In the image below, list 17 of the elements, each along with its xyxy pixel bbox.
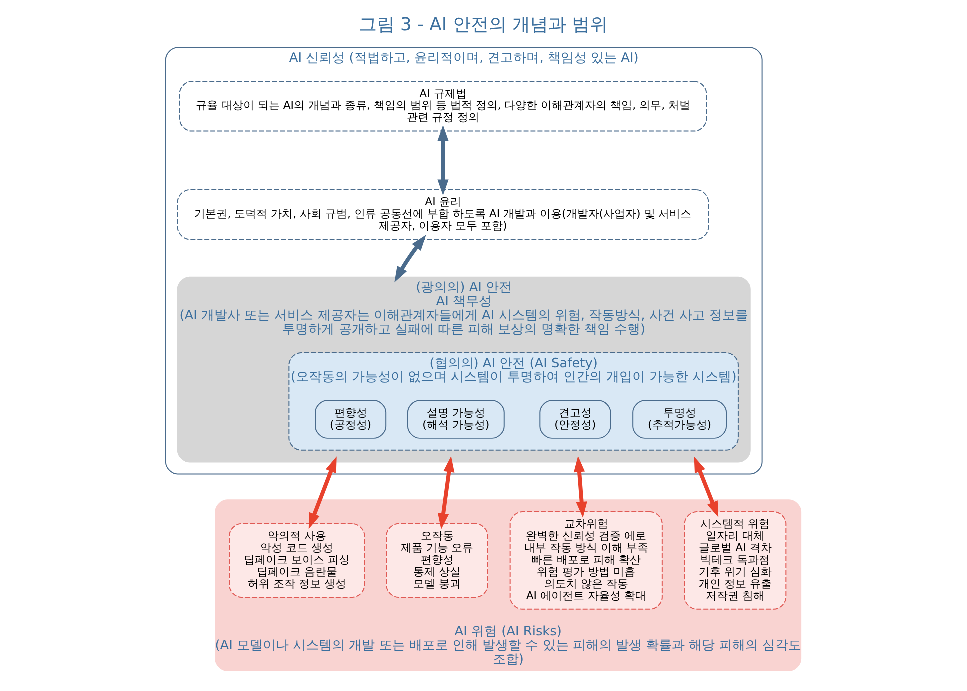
node-box: 설명 가능성 (해석 가능성) <box>407 400 505 439</box>
node-box: 시스템적 위험 일자리 대체 글로벌 AI 격차 빅테크 독과점 기후 위기 심화 개인 정보 유출 저작권 침해 <box>684 512 787 610</box>
arrow <box>574 456 588 518</box>
node-box: 견고성 (안정성) <box>540 400 612 439</box>
node-box: 오작동 제품 기능 오류 편향성 통제 상실 모델 붕괴 <box>386 523 488 598</box>
node-box: AI 윤리 기본권, 도덕적 가치, 사회 규범, 인류 공동선에 부합 하도록 AI 개발과 이용(개발자(사업자) 및 서비스 제공자, 이용자 모두 포함) <box>177 189 710 240</box>
arrow <box>438 456 455 530</box>
node-box: AI 규제법 규율 대상이 되는 AI의 개념과 종류, 책임의 범위 등 법적 정의, 다양한 이해관계자의 책임, 의무, 처벌 관련 규정 정의 <box>179 81 708 132</box>
arrow <box>308 456 337 530</box>
node-box: 악의적 사용 악성 코드 생성 딥페이크 보이스 피싱 딥페이크 음란물 허위 조작 정보 생성 <box>229 523 366 598</box>
node-box: 투명성 (추적가능성) <box>632 400 728 439</box>
node-box: 편향성 (공정성) <box>315 400 387 439</box>
arrow <box>394 235 426 283</box>
arrow <box>438 125 449 196</box>
node-box: 교차위험 완벽한 신뢰성 검증 에로 내부 작동 방식 이해 부족 빠른 배포로 피해 확산 위험 평가 방법 미흡 의도치 않은 작동 AI 에이전트 자율성 확대 <box>510 512 663 610</box>
arrow <box>694 456 719 518</box>
diagram-title: 그림 3 - AI 안전의 개념과 범위 <box>358 14 608 36</box>
